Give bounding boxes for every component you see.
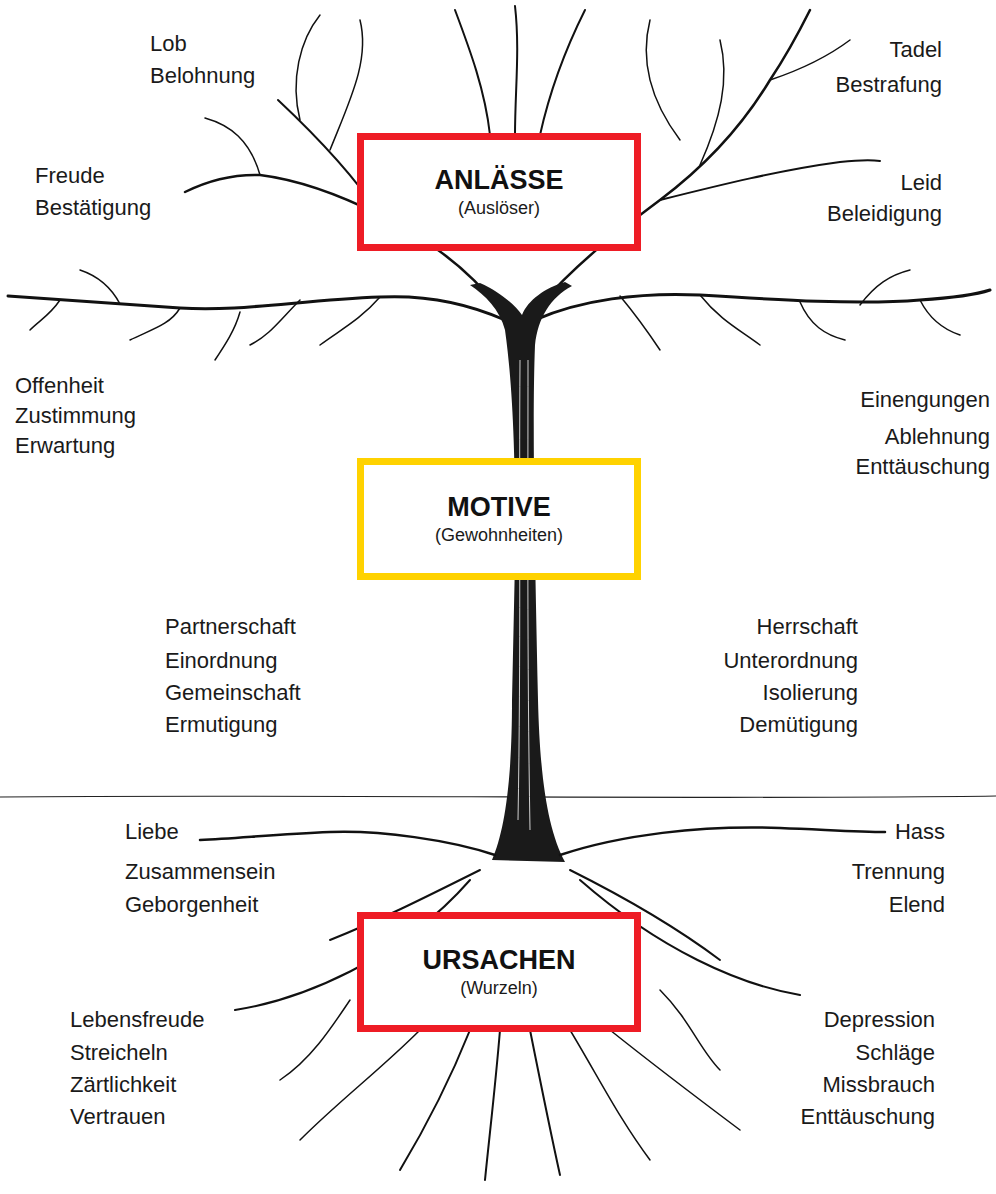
- box-subtitle: (Wurzeln): [460, 976, 538, 1000]
- tree-label: Enttäuschung: [852, 453, 993, 481]
- tree-line: [515, 6, 517, 135]
- tree-label: Depression: [821, 1006, 938, 1034]
- tree-label: Freude: [32, 162, 108, 190]
- category-box: ANLÄSSE(Auslöser): [357, 133, 641, 251]
- tree-label: Demütigung: [736, 711, 861, 739]
- tree-label: Lob: [147, 30, 190, 58]
- tree-label: Bestätigung: [32, 194, 154, 222]
- tree-roots: [200, 827, 885, 1180]
- tree-label: Unterordnung: [720, 647, 861, 675]
- tree-line: [700, 295, 760, 345]
- tree-line: [455, 10, 490, 135]
- box-heading: MOTIVE: [447, 491, 551, 523]
- tree-label: Zusammensein: [122, 858, 278, 886]
- tree-label: Hass: [892, 818, 948, 846]
- tree-label: Streicheln: [67, 1039, 171, 1067]
- tree-line: [250, 300, 300, 345]
- tree-label: Erwartung: [12, 432, 118, 460]
- tree-line: [560, 827, 885, 855]
- tree-line: [200, 832, 495, 855]
- tree-line: [860, 270, 910, 305]
- tree-line: [215, 312, 240, 360]
- tree-line: [610, 1030, 740, 1130]
- tree-line: [80, 270, 120, 304]
- tree-line: [205, 118, 260, 175]
- tree-label: Offenheit: [12, 372, 107, 400]
- tree-line: [8, 296, 505, 320]
- tree-label: Tadel: [886, 36, 945, 64]
- category-box: URSACHEN(Wurzeln): [357, 912, 641, 1032]
- tree-line: [528, 360, 530, 830]
- tree-label: Enttäuschung: [797, 1103, 938, 1131]
- tree-line: [530, 1030, 560, 1175]
- tree-label: Leid: [897, 169, 945, 197]
- tree-line: [518, 360, 520, 820]
- tree-label: Herrschaft: [754, 613, 861, 641]
- tree-label: Zustimmung: [12, 402, 139, 430]
- category-box: MOTIVE(Gewohnheiten): [357, 458, 641, 580]
- tree-line: [660, 160, 880, 200]
- tree-label: Missbrauch: [820, 1071, 938, 1099]
- trunk-texture: [518, 360, 530, 830]
- tree-label: Gemeinschaft: [162, 679, 304, 707]
- tree-line: [700, 40, 724, 165]
- tree-line: [130, 308, 180, 340]
- tree-label: Lebensfreude: [67, 1006, 208, 1034]
- tree-label: Bestrafung: [833, 71, 945, 99]
- tree-line: [300, 1030, 420, 1140]
- tree-line: [800, 302, 845, 340]
- tree-line: [400, 1030, 470, 1170]
- tree-line: [320, 297, 380, 345]
- tree-line: [570, 1030, 650, 1160]
- box-heading: ANLÄSSE: [434, 164, 563, 196]
- tree-line: [296, 15, 320, 120]
- tree-label: Partnerschaft: [162, 613, 299, 641]
- tree-label: Geborgenheit: [122, 891, 261, 919]
- box-subtitle: (Auslöser): [458, 196, 540, 220]
- box-subtitle: (Gewohnheiten): [435, 523, 563, 547]
- tree-label: Einordnung: [162, 647, 281, 675]
- tree-label: Isolierung: [760, 679, 861, 707]
- tree-label: Ermutigung: [162, 711, 281, 739]
- box-heading: URSACHEN: [422, 944, 575, 976]
- tree-line: [30, 300, 60, 330]
- tree-line: [330, 20, 363, 150]
- tree-label: Beleidigung: [824, 200, 945, 228]
- tree-label: Elend: [886, 891, 948, 919]
- tree-line: [280, 1000, 350, 1080]
- tree-label: Ablehnung: [882, 423, 993, 451]
- tree-line: [660, 990, 720, 1070]
- tree-line: [920, 300, 960, 335]
- tree-label: Belohnung: [147, 62, 258, 90]
- tree-label: Liebe: [122, 818, 182, 846]
- tree-label: Vertrauen: [67, 1103, 168, 1131]
- tree-line: [540, 10, 585, 135]
- tree-label: Einengungen: [857, 386, 993, 414]
- tree-label: Zärtlichkeit: [67, 1071, 179, 1099]
- tree-label: Trennung: [849, 858, 948, 886]
- tree-line: [620, 296, 660, 350]
- tree-line: [485, 1030, 500, 1180]
- ground-line: [0, 796, 996, 797]
- tree-label: Schläge: [852, 1039, 938, 1067]
- tree-line: [646, 20, 680, 140]
- tree-line: [535, 290, 990, 320]
